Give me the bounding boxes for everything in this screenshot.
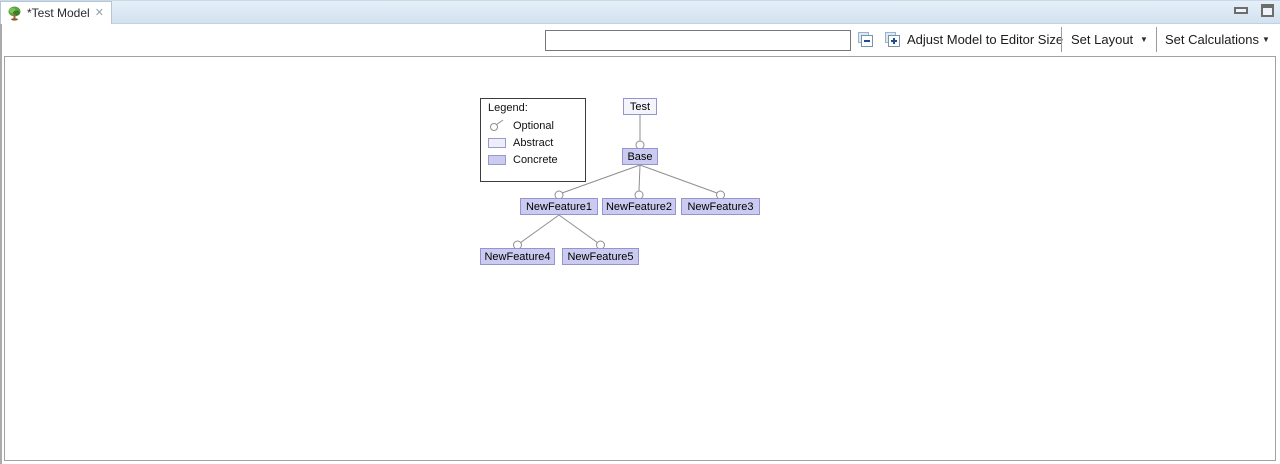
feature-diagram-canvas[interactable]: Legend: Optional Abstract Concrete [4, 56, 1276, 461]
search-input[interactable] [545, 30, 851, 51]
feature-node-newfeature5[interactable]: NewFeature5 [562, 248, 639, 265]
legend-title: Legend: [488, 102, 528, 114]
collapse-all-icon[interactable] [857, 31, 875, 49]
legend-label: Concrete [513, 154, 558, 166]
legend: Legend: Optional Abstract Concrete [480, 98, 586, 182]
expand-all-icon[interactable] [884, 31, 902, 49]
concrete-swatch [488, 155, 506, 165]
toolbar-separator [1156, 27, 1157, 52]
legend-item-optional: Optional [488, 119, 585, 133]
minimize-icon[interactable] [1234, 7, 1248, 14]
legend-label: Abstract [513, 137, 554, 149]
feature-node-newfeature1[interactable]: NewFeature1 [520, 198, 598, 215]
toolbar-separator [1061, 27, 1062, 52]
feature-node-newfeature4[interactable]: NewFeature4 [480, 248, 555, 265]
maximize-icon[interactable] [1261, 4, 1274, 17]
feature-node-newfeature2[interactable]: NewFeature2 [602, 198, 676, 215]
abstract-swatch [488, 138, 506, 148]
legend-label: Optional [513, 120, 554, 132]
feature-node-test[interactable]: Test [623, 98, 657, 115]
set-calculations-button[interactable]: Set Calculations [1165, 32, 1259, 47]
feature-node-newfeature3[interactable]: NewFeature3 [681, 198, 760, 215]
editor-toolbar: Adjust Model to Editor Size Set Layout ▼… [0, 24, 1280, 55]
connector-lines [513, 115, 725, 250]
adjust-model-button[interactable]: Adjust Model to Editor Size [907, 32, 1064, 47]
feature-model-tree-icon [7, 6, 22, 21]
tab-title: *Test Model [27, 6, 90, 20]
set-layout-dropdown-icon[interactable]: ▼ [1140, 35, 1148, 44]
set-calculations-dropdown-icon[interactable]: ▼ [1262, 35, 1270, 44]
tab-close-icon[interactable]: ✕ [94, 6, 104, 19]
optional-icon [488, 119, 506, 133]
feature-node-base[interactable]: Base [622, 148, 658, 165]
tab-test-model[interactable]: *Test Model ✕ [0, 1, 112, 24]
tab-bar: *Test Model ✕ [0, 1, 1280, 24]
legend-item-abstract: Abstract [488, 137, 585, 149]
set-layout-button[interactable]: Set Layout [1071, 32, 1134, 47]
window-frame-edge [0, 24, 2, 464]
window-controls [1234, 4, 1274, 17]
legend-item-concrete: Concrete [488, 154, 585, 166]
